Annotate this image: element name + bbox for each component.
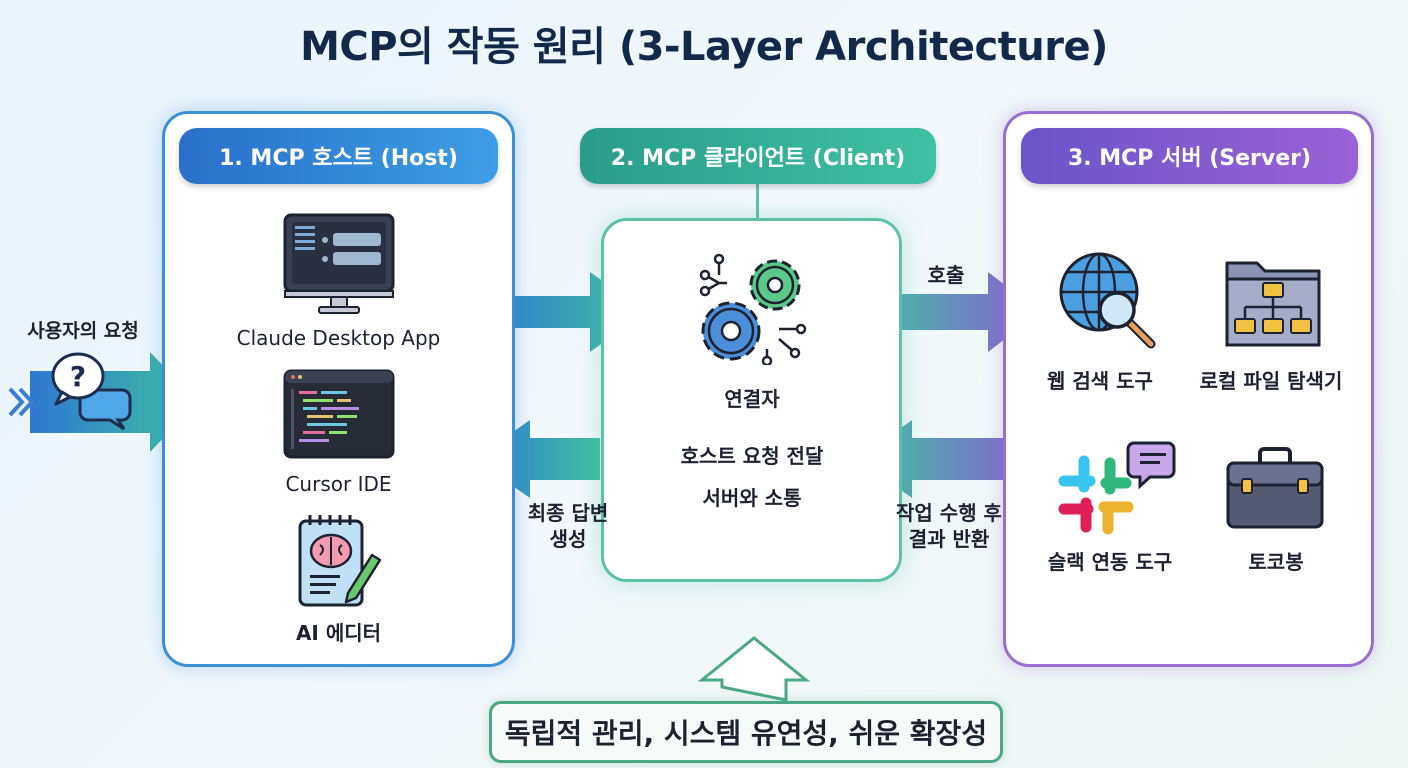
- gears-network-icon: [699, 253, 807, 365]
- client-desc-line2: 서버와 소통: [702, 486, 802, 510]
- host-header: 1. MCP 호스트 (Host): [179, 128, 498, 184]
- server-tool-web-search: 웹 검색 도구: [1047, 369, 1153, 393]
- user-request-label: 사용자의 요청: [27, 320, 139, 342]
- server-panel: [1003, 111, 1374, 667]
- benefits-box: 독립적 관리, 시스템 유연성, 쉬운 확장성: [489, 701, 1003, 763]
- client-desc-line1: 호스트 요청 전달: [680, 444, 824, 468]
- question-bubble-icon: ?: [51, 352, 132, 430]
- folder-tree-icon: [1225, 261, 1321, 347]
- arrow-label-final-line2: 생성: [549, 527, 587, 551]
- host-item-cursor-ide: Cursor IDE: [285, 472, 392, 496]
- benefits-up-arrow: [697, 636, 811, 702]
- toolbox-icon: [1226, 447, 1324, 529]
- arrow-label-return-line1: 작업 수행 후: [896, 501, 1002, 525]
- code-editor-icon: [283, 369, 395, 459]
- server-tool-slack-integration: 슬랙 연동 도구: [1047, 550, 1173, 574]
- client-role-label: 연결자: [724, 387, 780, 411]
- server-tool-local-file-explorer: 로컬 파일 탐색기: [1199, 369, 1343, 393]
- server-header: 3. MCP 서버 (Server): [1021, 128, 1358, 184]
- svg-text:?: ?: [70, 360, 86, 393]
- client-to-server-arrow: [860, 272, 1040, 352]
- slack-chat-icon: [1058, 441, 1176, 535]
- host-item-ai-editor: AI 에디터: [295, 621, 382, 645]
- benefits-text: 독립적 관리, 시스템 유연성, 쉬운 확장성: [504, 717, 988, 750]
- arrow-label-return-line2: 결과 반환: [908, 527, 990, 551]
- arrow-label-final-line1: 최종 답변: [527, 501, 609, 525]
- server-to-client-arrow: [858, 420, 1040, 498]
- page-title: MCP의 작동 원리 (3-Layer Architecture): [300, 24, 1108, 70]
- desktop-monitor-icon: [283, 213, 395, 314]
- host-item-claude-desktop: Claude Desktop App: [236, 326, 441, 350]
- arrow-label-call: 호출: [927, 263, 965, 287]
- ai-notepad-brain-icon: [298, 515, 382, 607]
- client-header-connector: [756, 184, 759, 220]
- globe-search-icon: [1059, 252, 1156, 349]
- server-tool-tokobong: 토코봉: [1248, 550, 1304, 574]
- client-header: 2. MCP 클라이언트 (Client): [580, 128, 936, 184]
